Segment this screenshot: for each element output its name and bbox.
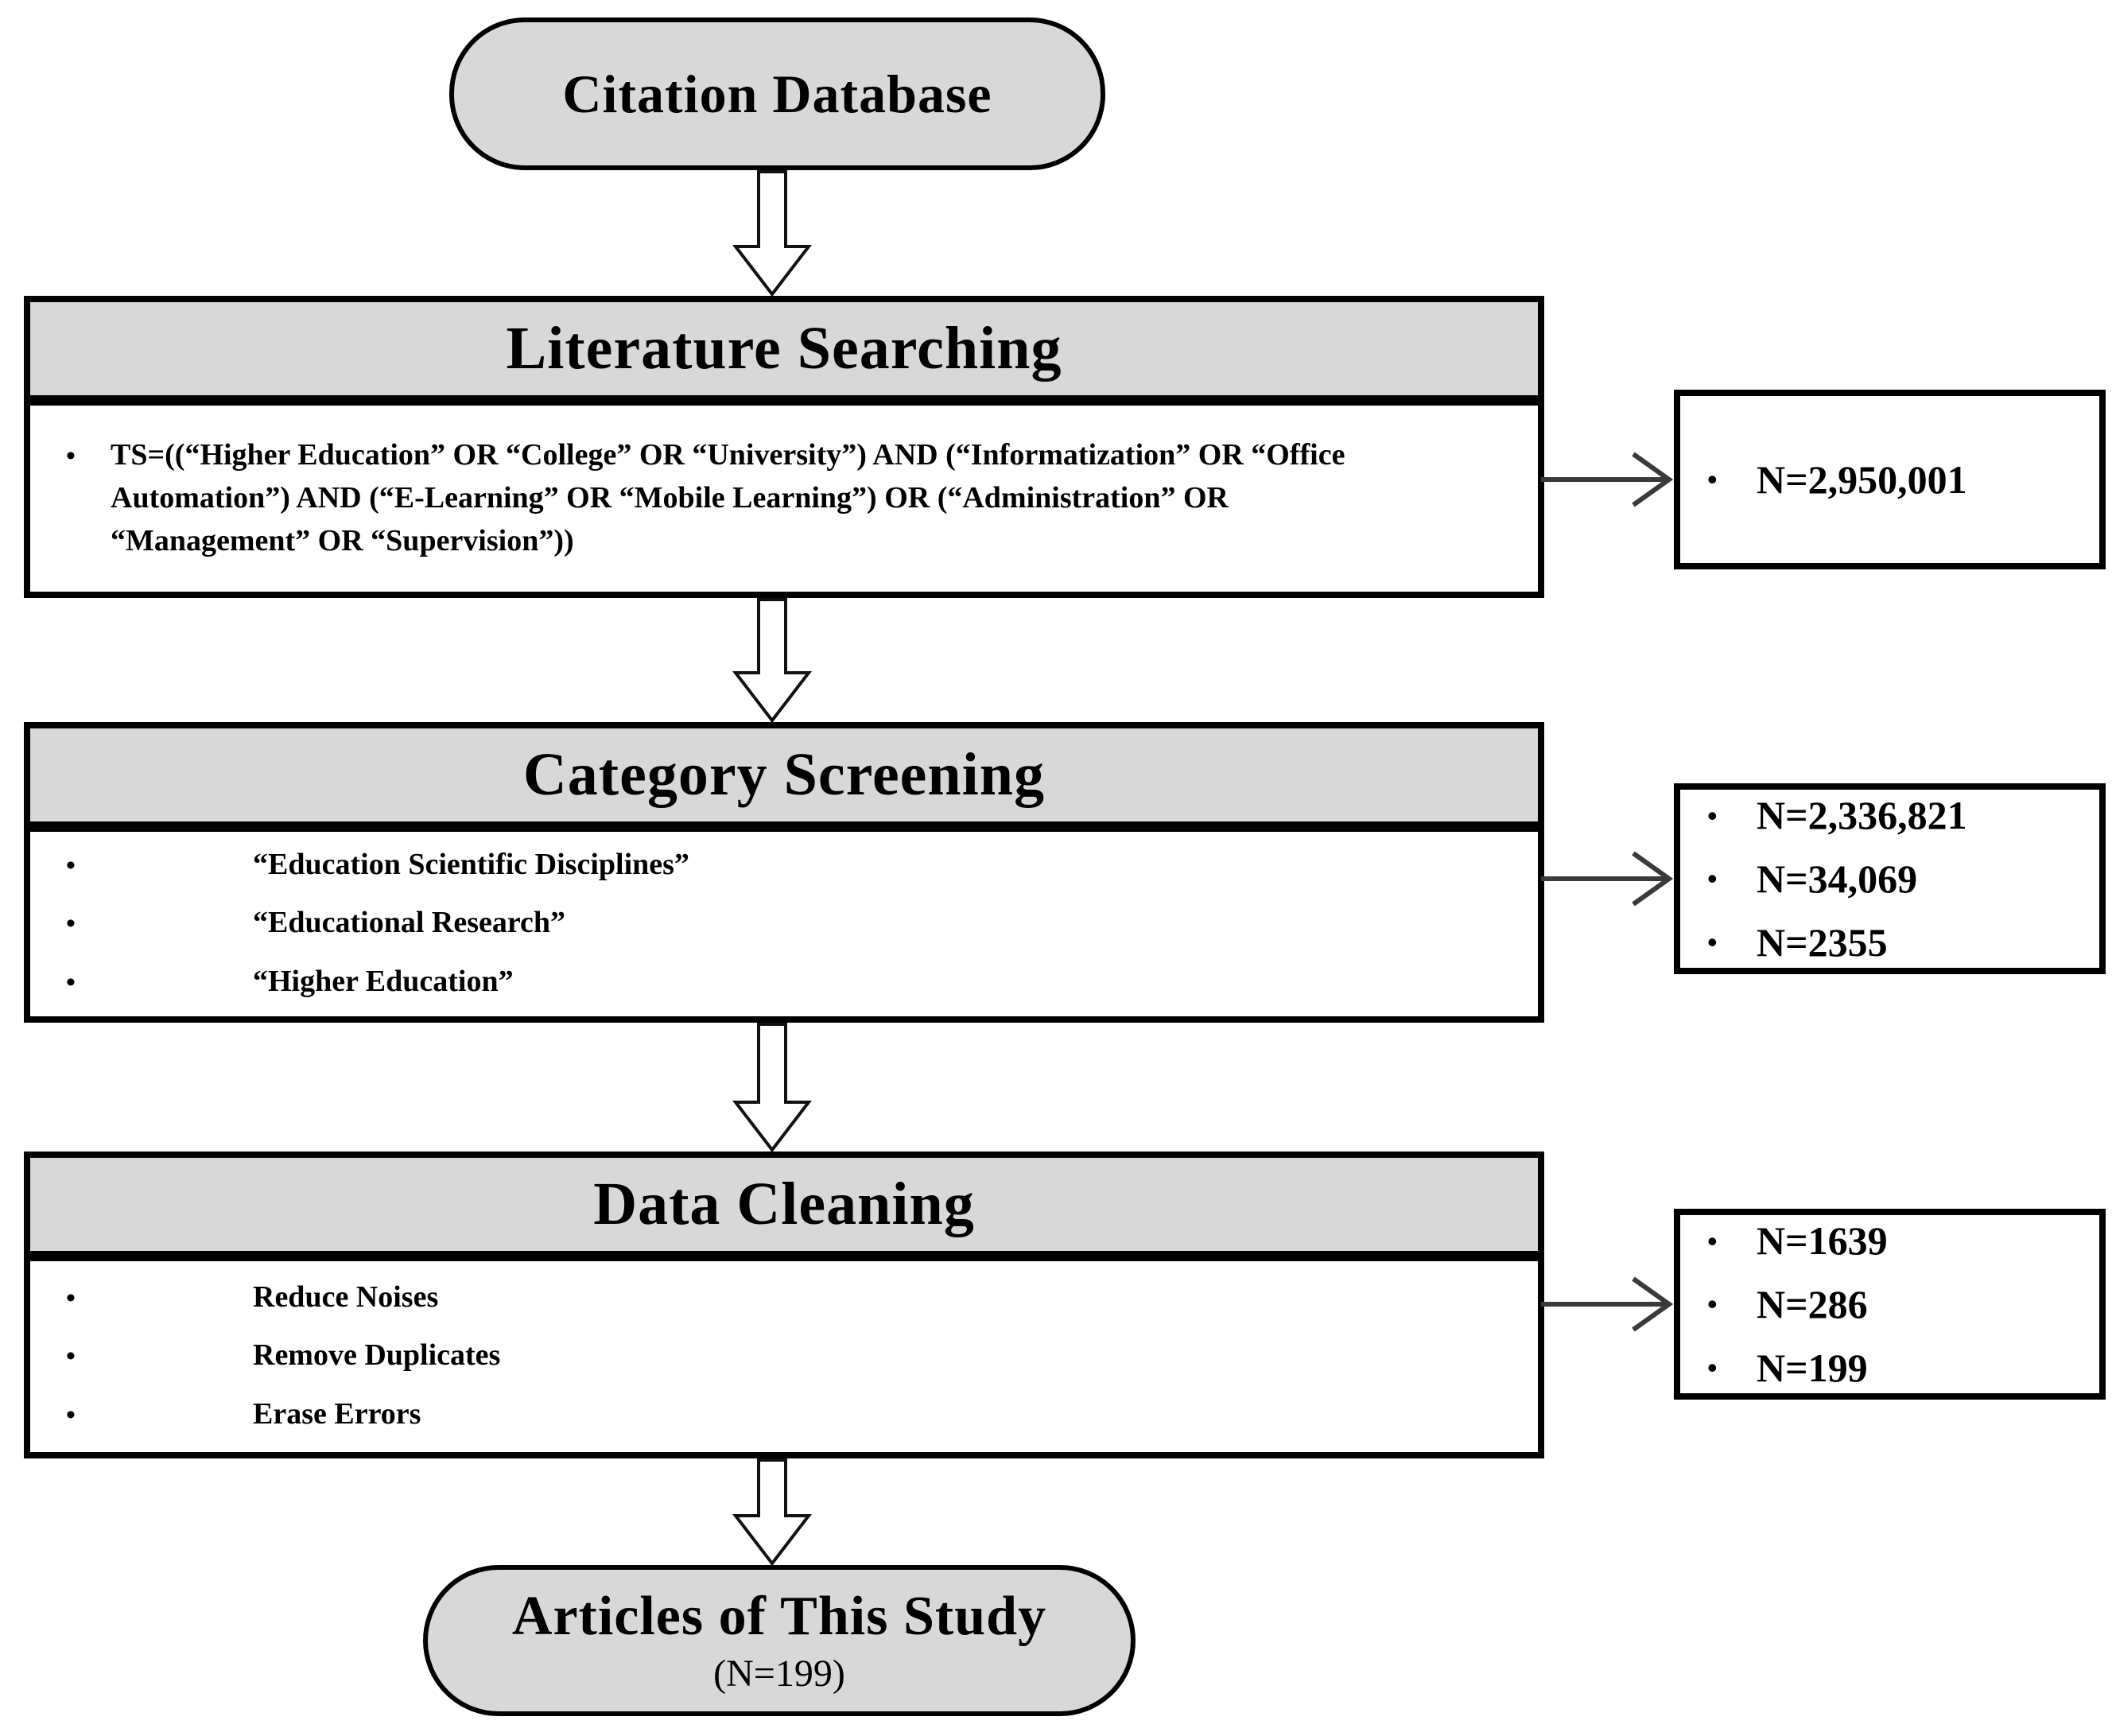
count-value: N=2,336,821 <box>1757 793 1967 838</box>
bullet-icon <box>66 1276 253 1320</box>
count-item: N=286 <box>1680 1280 2099 1328</box>
count-value: N=2355 <box>1757 919 1888 965</box>
down-arrow-icon <box>724 1023 820 1152</box>
result-count-box-screening: N=2,336,821 N=34,069 N=2355 <box>1674 783 2106 974</box>
cleaning-item: Remove Duplicates <box>30 1334 1538 1378</box>
category-item: “Higher Education” <box>30 961 1538 1004</box>
result-count-box-cleaning: N=1639 N=286 N=199 <box>1674 1209 2106 1400</box>
bullet-icon <box>66 1393 253 1437</box>
articles-result-title: Articles of This Study <box>511 1586 1047 1647</box>
literature-searching-body: TS=((“Higher Education” OR “College” OR … <box>30 406 1538 592</box>
bullet-icon <box>1707 1344 1757 1392</box>
result-count-box-searching: N=2,950,001 <box>1674 390 2106 569</box>
count-item: N=2,950,001 <box>1680 456 2099 503</box>
literature-searching-node: Literature Searching TS=((“Higher Educat… <box>24 296 1544 598</box>
search-query-item: TS=((“Higher Education” OR “College” OR … <box>30 434 1538 563</box>
count-value: N=286 <box>1757 1282 1868 1326</box>
citation-database-node: Citation Database <box>449 17 1105 170</box>
category-text: “Higher Education” <box>253 964 514 998</box>
bullet-icon <box>66 1334 253 1378</box>
literature-searching-header: Literature Searching <box>30 302 1538 406</box>
down-arrow-icon <box>724 170 820 296</box>
right-arrow-icon <box>1539 841 1678 917</box>
category-screening-header: Category Screening <box>30 728 1538 832</box>
articles-result-node: Articles of This Study (N=199) <box>423 1565 1136 1716</box>
data-cleaning-header: Data Cleaning <box>30 1158 1538 1261</box>
category-item: “Education Scientific Disciplines” <box>30 844 1538 887</box>
cleaning-item: Erase Errors <box>30 1393 1538 1437</box>
bullet-icon <box>1707 456 1757 503</box>
category-screening-node: Category Screening “Education Scientific… <box>24 722 1544 1023</box>
cleaning-text: Erase Errors <box>253 1396 421 1431</box>
data-cleaning-title: Data Cleaning <box>593 1170 975 1237</box>
bullet-icon <box>66 844 253 887</box>
right-arrow-icon <box>1539 1266 1678 1342</box>
right-arrow-icon <box>1539 441 1678 518</box>
category-text: “Education Scientific Disciplines” <box>253 847 689 881</box>
bullet-icon <box>1707 1218 1757 1265</box>
count-item: N=199 <box>1680 1344 2099 1392</box>
data-cleaning-body: Reduce Noises Remove Duplicates Erase Er… <box>30 1261 1538 1452</box>
bullet-icon <box>1707 918 1757 966</box>
category-screening-title: Category Screening <box>522 740 1046 808</box>
count-value: N=1639 <box>1757 1218 1888 1264</box>
count-value: N=2,950,001 <box>1757 457 1967 502</box>
data-cleaning-node: Data Cleaning Reduce Noises Remove Dupli… <box>24 1152 1544 1458</box>
bullet-icon <box>1707 792 1757 840</box>
cleaning-text: Remove Duplicates <box>253 1338 501 1373</box>
count-item: N=2,336,821 <box>1680 792 2099 840</box>
category-text: “Educational Research” <box>253 906 566 940</box>
category-item: “Educational Research” <box>30 902 1538 946</box>
count-item: N=2355 <box>1680 918 2099 966</box>
down-arrow-icon <box>724 1458 820 1565</box>
down-arrow-icon <box>724 598 820 722</box>
citation-database-title: Citation Database <box>562 63 992 124</box>
bullet-icon <box>1707 1280 1757 1328</box>
bullet-icon <box>66 961 253 1004</box>
bullet-icon <box>1707 855 1757 903</box>
count-value: N=199 <box>1757 1345 1868 1390</box>
cleaning-item: Reduce Noises <box>30 1276 1538 1320</box>
literature-searching-title: Literature Searching <box>506 314 1062 382</box>
bullet-icon <box>66 902 253 946</box>
cleaning-text: Reduce Noises <box>253 1280 439 1314</box>
articles-result-count: (N=199) <box>713 1653 845 1695</box>
category-screening-body: “Education Scientific Disciplines” “Educ… <box>30 832 1538 1016</box>
count-item: N=34,069 <box>1680 855 2099 903</box>
search-query-text: TS=((“Higher Education” OR “College” OR … <box>111 438 1345 557</box>
bullet-icon <box>66 434 111 478</box>
count-value: N=34,069 <box>1757 856 1918 901</box>
count-item: N=1639 <box>1680 1218 2099 1265</box>
